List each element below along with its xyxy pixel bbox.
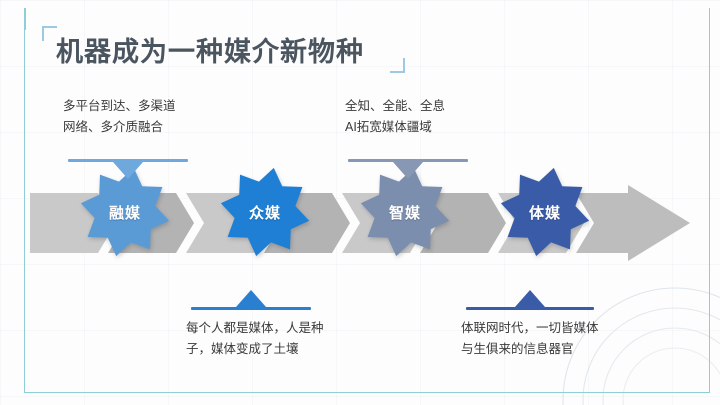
- star-shape-icon: [500, 167, 590, 257]
- callout-pointer-timei: [515, 290, 545, 307]
- callout-pointer-zhimei: [393, 162, 423, 179]
- band-segment: [420, 187, 506, 259]
- callout-text-zhongmei: 每个人都是媒体，人是种子，媒体变成了土壤: [186, 318, 324, 360]
- callout-bar-timei: [466, 307, 594, 310]
- slide-frame-top-left: [24, 8, 26, 30]
- stage-star-zhimei[interactable]: 智媒: [359, 166, 451, 258]
- stage-star-rongmei[interactable]: 融媒: [79, 166, 171, 258]
- callout-text-zhimei: 全知、全能、全息 AI拓宽媒体疆域: [345, 96, 445, 138]
- callout-text-line: 网络、多介质融合: [63, 120, 164, 134]
- callout-text-line: 体联网时代，一切皆媒体: [461, 321, 599, 335]
- star-shape-icon: [360, 167, 450, 257]
- title-text: 机器成为一种媒介新物种: [56, 37, 364, 67]
- title-bracket-bottom-right-icon: [390, 58, 405, 73]
- stage-star-zhongmei[interactable]: 众媒: [219, 166, 311, 258]
- callout-text-line: 全知、全能、全息: [345, 99, 446, 113]
- callout-text-line: 子，媒体变成了土壤: [186, 342, 299, 356]
- title-bracket-top-left-icon: [42, 26, 57, 41]
- callout-pointer-zhongmei: [236, 290, 266, 307]
- band-arrow-head: [576, 185, 690, 261]
- callout-bar-zhongmei: [191, 307, 311, 310]
- stage-label-timei: 体媒: [528, 204, 561, 222]
- callout-text-line: 与生俱来的信息器官: [461, 342, 574, 356]
- star-shape-icon: [80, 167, 170, 257]
- stage-label-zhongmei: 众媒: [248, 204, 281, 222]
- callout-text-line: 多平台到达、多渠道: [63, 99, 176, 113]
- stage-label-zhimei: 智媒: [388, 204, 421, 222]
- stage-star-timei[interactable]: 体媒: [499, 166, 591, 258]
- stage-label-rongmei: 融媒: [108, 204, 141, 222]
- callout-text-timei: 体联网时代，一切皆媒体与生俱来的信息器官: [461, 318, 599, 360]
- callout-bar-zhimei: [348, 159, 468, 162]
- callout-pointer-rongmei: [113, 162, 143, 179]
- callout-bar-rongmei: [68, 159, 188, 162]
- callout-text-line: 每个人都是媒体，人是种: [186, 321, 324, 335]
- page-title: 机器成为一种媒介新物种: [40, 24, 460, 80]
- star-shape-icon: [220, 167, 310, 257]
- callout-text-line: AI拓宽媒体疆域: [345, 120, 432, 134]
- callout-text-rongmei: 多平台到达、多渠道网络、多介质融合: [63, 96, 176, 138]
